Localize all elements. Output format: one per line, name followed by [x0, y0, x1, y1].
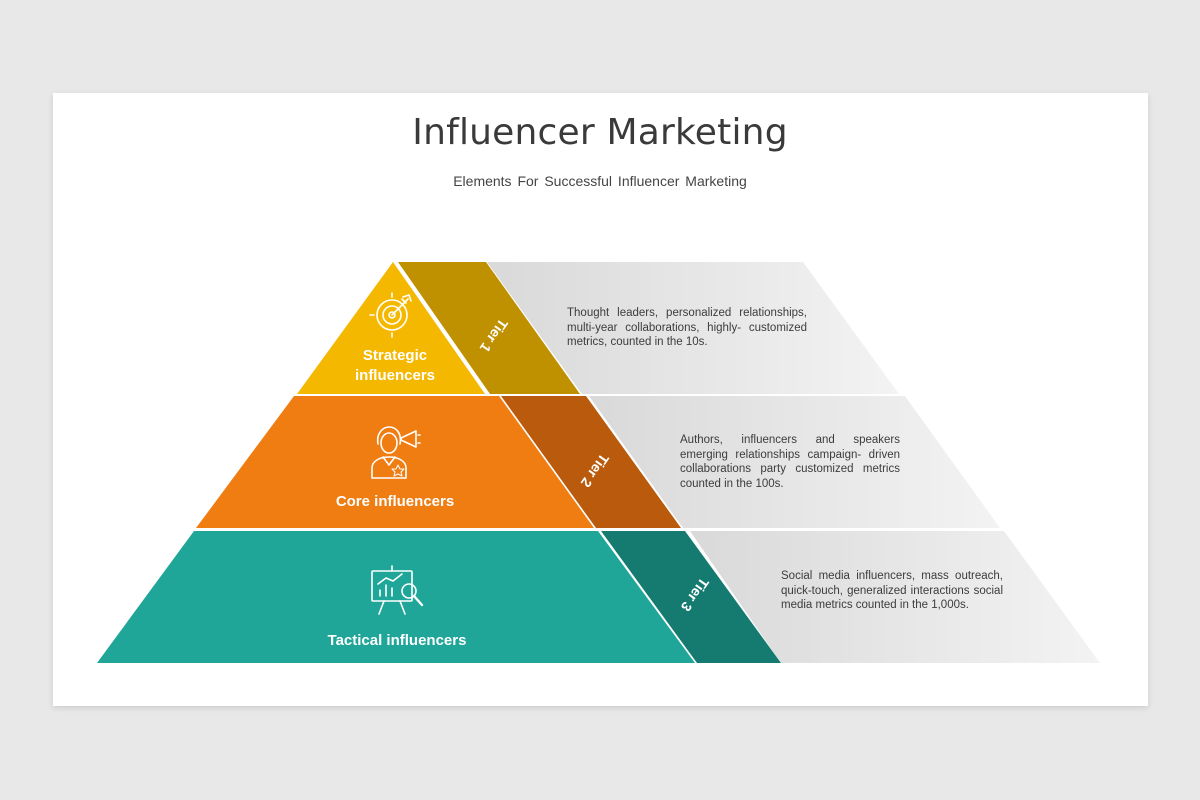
- tier-2-name: Core influencers: [336, 493, 454, 510]
- tier-3-description: Social media influencers, mass outreach,…: [781, 570, 1003, 611]
- tier-2-description-panel: [589, 396, 1000, 528]
- target-arrow-icon: [369, 292, 412, 338]
- page-subtitle: Elements For Successful Influencer Marke…: [453, 173, 747, 189]
- presentation-analytics-icon: [371, 565, 424, 615]
- tier-1-segment: [297, 262, 485, 394]
- tier-3-description-panel: [690, 531, 1100, 663]
- tier-3-band: [601, 531, 781, 663]
- tier-1-band: [398, 262, 580, 394]
- tier-2-segment: [196, 396, 594, 528]
- tier-2-band: [501, 396, 681, 528]
- tier-1-description-panel: [487, 262, 899, 394]
- tier-1-description: Thought leaders, personalized relationsh…: [567, 307, 807, 348]
- tier-3-segment: [97, 531, 695, 663]
- tier-1-name-line-2: influencers: [355, 367, 435, 384]
- person-megaphone-icon: [371, 426, 421, 479]
- tier-1-name-line-1: Strategic: [363, 347, 427, 364]
- page-title: Influencer Marketing: [412, 112, 788, 153]
- tier-2-description: Authors, influencers and speakers emergi…: [680, 434, 900, 490]
- tier-3-name: Tactical influencers: [328, 632, 467, 649]
